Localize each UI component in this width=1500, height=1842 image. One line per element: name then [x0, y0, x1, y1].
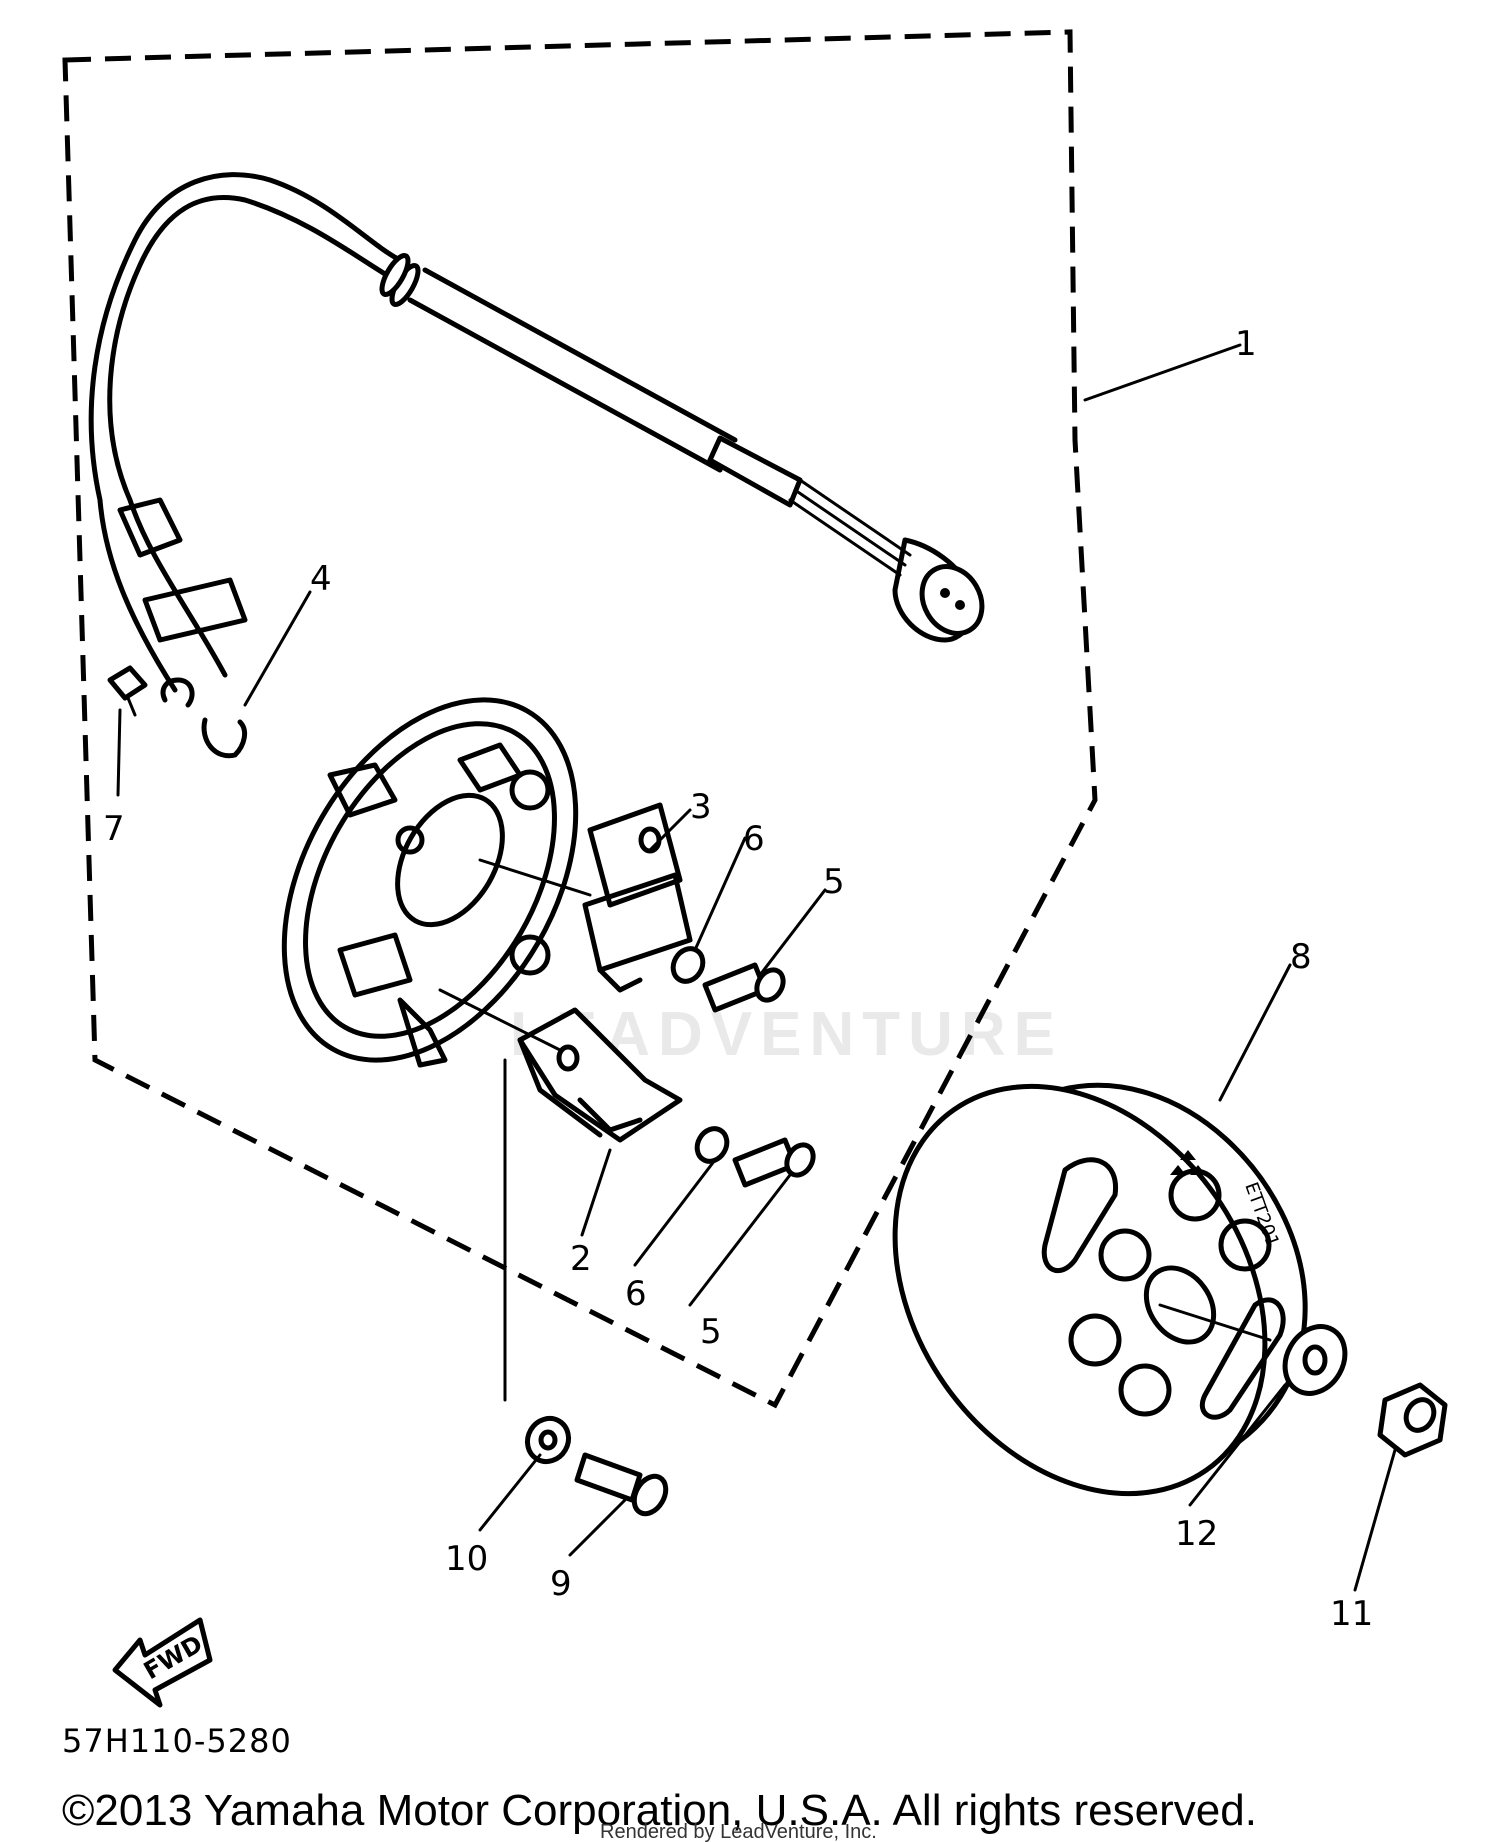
- callout-5-upper: 5: [823, 862, 845, 902]
- fwd-arrow-icon: FWD: [112, 1617, 213, 1708]
- callout-3: 3: [690, 787, 712, 827]
- washer-6-upper: [670, 946, 706, 984]
- callouts: 1 2 3 4 5 5 6 6 7 8 9 10 11 12: [103, 324, 1373, 1634]
- callout-7: 7: [103, 809, 125, 849]
- callout-9: 9: [550, 1564, 572, 1604]
- callout-12: 12: [1175, 1514, 1218, 1554]
- callout-10: 10: [445, 1539, 488, 1579]
- reference-code: 57H110-5280: [62, 1722, 292, 1760]
- callout-11: 11: [1330, 1594, 1373, 1634]
- stator-plate: [281, 697, 579, 1068]
- callout-8: 8: [1290, 937, 1312, 977]
- clamp-4: [160, 677, 248, 759]
- washer-6-lower: [694, 1126, 730, 1164]
- screw-5-lower: [732, 1137, 816, 1188]
- callout-1: 1: [1235, 324, 1257, 364]
- assembly-boundary: [62, 29, 1098, 1409]
- screw-7: [107, 665, 148, 717]
- callout-4: 4: [310, 559, 332, 599]
- callout-6-upper: 6: [743, 819, 765, 859]
- render-note: Rendered by LeadVenture, Inc.: [600, 1821, 877, 1842]
- leader-lines: [116, 343, 1397, 1592]
- nut-11: [1377, 1382, 1448, 1458]
- callout-6-lower: 6: [625, 1274, 647, 1314]
- washer-10: [503, 1058, 572, 1465]
- wire-harness: [88, 172, 985, 693]
- pulser-coil: [478, 802, 693, 993]
- screw-5-upper: [702, 962, 786, 1013]
- copyright-notice: ©2013 Yamaha Motor Corporation, U.S.A. A…: [62, 1786, 1257, 1835]
- source-coil: [438, 988, 683, 1143]
- flywheel-rotor: ETT201: [892, 1082, 1308, 1497]
- screw-9: [574, 1452, 669, 1517]
- callout-5-lower: 5: [700, 1312, 722, 1352]
- callout-2: 2: [570, 1239, 592, 1279]
- washer-12: [1282, 1324, 1348, 1396]
